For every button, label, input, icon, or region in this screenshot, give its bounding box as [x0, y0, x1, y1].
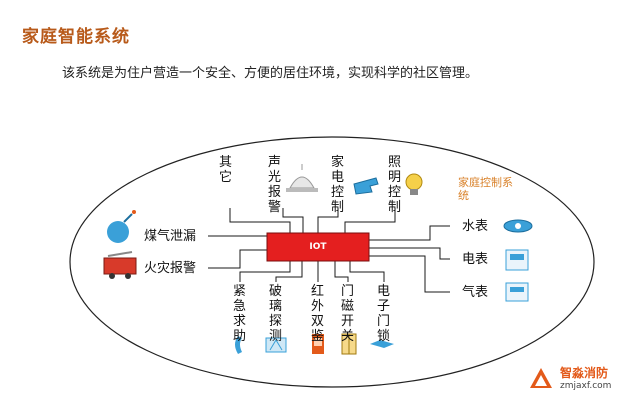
glass-break-icon — [265, 337, 287, 353]
watermark-url: zmjaxf.com — [560, 381, 612, 391]
node-water-meter: 水表 — [462, 219, 489, 234]
alarm-bell-icon — [286, 164, 318, 192]
gas-bomb-icon — [107, 210, 136, 243]
connector-bottom-door — [334, 261, 349, 282]
hand-pointer-icon — [353, 177, 379, 195]
light-bulb-icon — [405, 173, 423, 195]
water-meter-icon — [503, 219, 533, 233]
node-sound-light-alarm-label: 声光报警 — [268, 155, 282, 215]
home-control-system-label: 家庭控制系统 — [458, 176, 513, 202]
node-door-magnet-label: 门磁开关 — [341, 284, 355, 344]
page-title: 家庭智能系统 — [22, 27, 130, 47]
connector-lines — [208, 208, 450, 293]
infrared-sensor-icon — [312, 334, 324, 354]
connector-bottom-glass — [275, 261, 303, 282]
connector-right-electric — [368, 247, 450, 260]
iot-hub-label: IOT — [309, 242, 327, 252]
node-glass-break: 破璃探测 — [269, 284, 283, 344]
phone-handset-icon — [235, 336, 242, 354]
node-door-magnet: 门磁开关 — [341, 284, 355, 344]
node-gas-leak: 煤气泄漏 — [144, 229, 197, 244]
node-emergency-help-label: 紧急求助 — [233, 284, 247, 344]
node-gas-meter: 气表 — [462, 285, 489, 300]
iot-hub-box — [266, 232, 370, 262]
connector-right-water — [368, 225, 450, 241]
node-infrared-dual-label: 红外双鉴 — [311, 284, 325, 344]
connector-left-fire — [208, 249, 268, 269]
connector-top-alarm — [282, 208, 304, 233]
node-appliance-control-label: 家电控制 — [331, 155, 345, 215]
door-contact-icon — [341, 333, 357, 355]
system-boundary-ellipse — [69, 136, 595, 388]
fire-truck-icon — [103, 251, 137, 279]
connector-top-other — [229, 208, 291, 233]
node-other: 其它 — [219, 155, 233, 185]
connector-top-lighting — [344, 208, 396, 233]
electronic-lock-icon — [370, 340, 394, 348]
connector-right-gasmeter — [368, 255, 450, 293]
brand-logo-icon — [530, 368, 552, 388]
node-appliance-control: 家电控制 — [331, 155, 345, 215]
node-infrared-dual: 红外双鉴 — [311, 284, 325, 344]
node-electric-meter: 电表 — [462, 252, 489, 267]
node-fire-alarm: 火灾报警 — [144, 261, 197, 276]
node-other-label: 其它 — [219, 155, 233, 185]
node-emergency-help: 紧急求助 — [233, 284, 247, 344]
gas-meter-icon — [505, 282, 529, 302]
connector-bottom-lock — [349, 261, 385, 282]
page-subtitle: 该系统是为住户营造一个安全、方便的居住环境，实现科学的社区管理。 — [62, 66, 479, 81]
node-sound-light-alarm: 声光报警 — [268, 155, 282, 215]
node-electronic-lock: 电子门锁 — [377, 284, 391, 344]
node-glass-break-label: 破璃探测 — [269, 284, 283, 344]
node-electronic-lock-label: 电子门锁 — [377, 284, 391, 344]
connector-top-appliance — [317, 208, 339, 233]
node-lighting-control: 照明控制 — [388, 155, 402, 215]
electric-meter-icon — [505, 249, 529, 271]
connector-bottom-emergency — [239, 261, 291, 282]
watermark-brand: 智淼消防 — [560, 366, 609, 380]
node-lighting-control-label: 照明控制 — [388, 155, 402, 215]
